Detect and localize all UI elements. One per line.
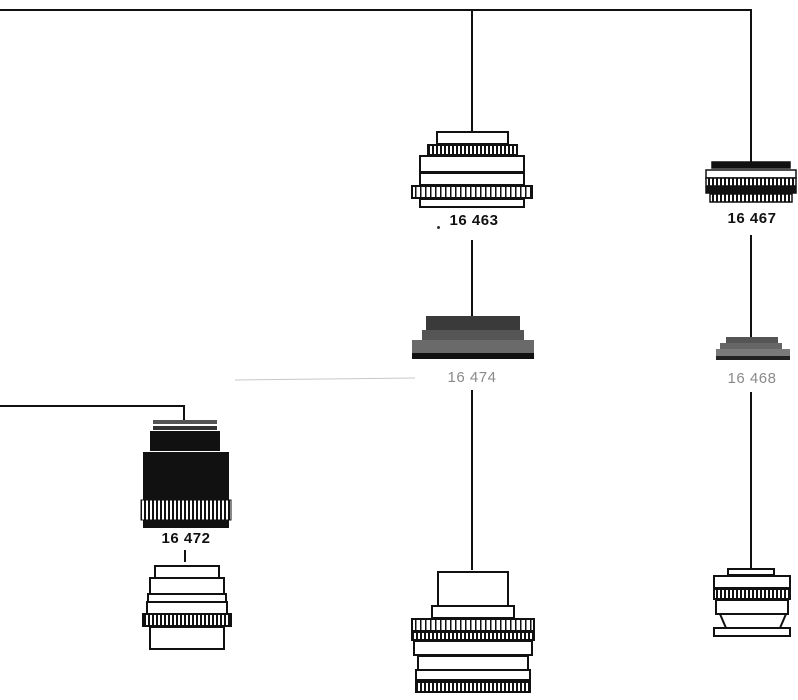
left-branch-line <box>0 405 185 420</box>
lens-bottom-center <box>411 571 535 693</box>
lens-bottom-right <box>713 568 791 637</box>
lens-16474 <box>412 316 534 359</box>
label-16474: 16 474 <box>447 369 497 386</box>
lens-16472 <box>140 420 232 528</box>
lens-16468 <box>716 337 790 360</box>
speck <box>437 226 440 229</box>
label-16467: 16 467 <box>727 210 777 227</box>
label-16468: 16 468 <box>727 370 777 387</box>
lens-bottom-left <box>142 565 232 650</box>
lens-16467 <box>705 161 797 203</box>
connector-lines <box>0 9 752 570</box>
label-16463: 16 463 <box>449 212 499 229</box>
label-16472: 16 472 <box>161 530 211 547</box>
lens-16463 <box>411 131 533 208</box>
faint-guide-line <box>234 377 416 381</box>
